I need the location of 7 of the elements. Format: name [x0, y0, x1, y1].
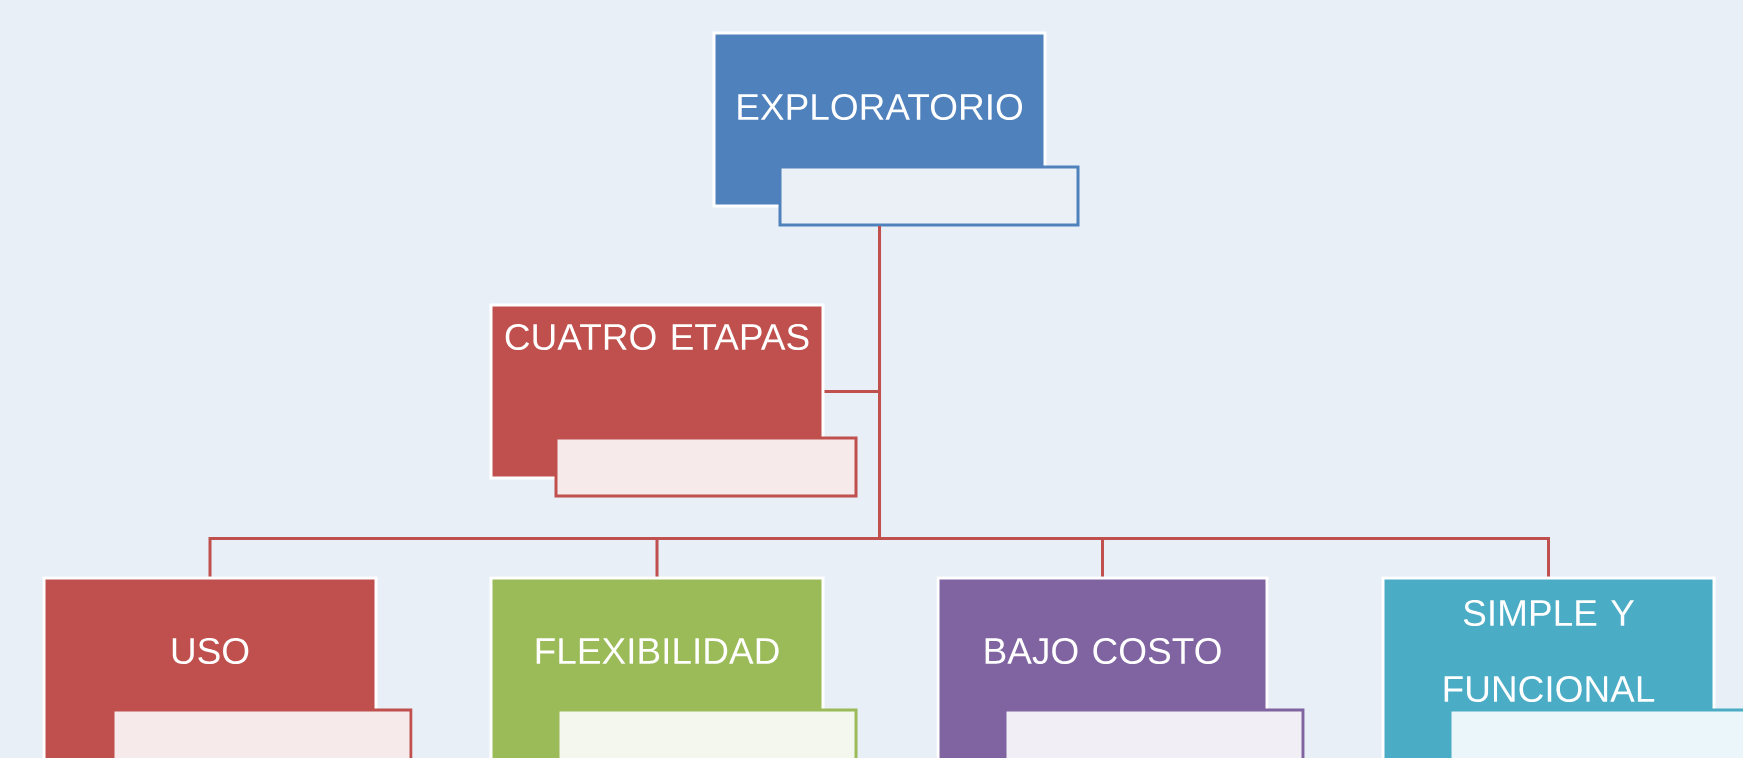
org-chart-box: CUATRO ETAPAS [489, 303, 858, 498]
org-chart-box: EXPLORATORIO [712, 31, 1080, 227]
org-chart-box: USO [42, 576, 413, 758]
org-chart-box: BAJO COSTO [936, 576, 1305, 758]
connector-line [878, 226, 1550, 577]
org-chart-box: SIMPLE Y FUNCIONAL [1381, 576, 1743, 758]
org-chart-box: FLEXIBILIDAD [489, 576, 858, 758]
